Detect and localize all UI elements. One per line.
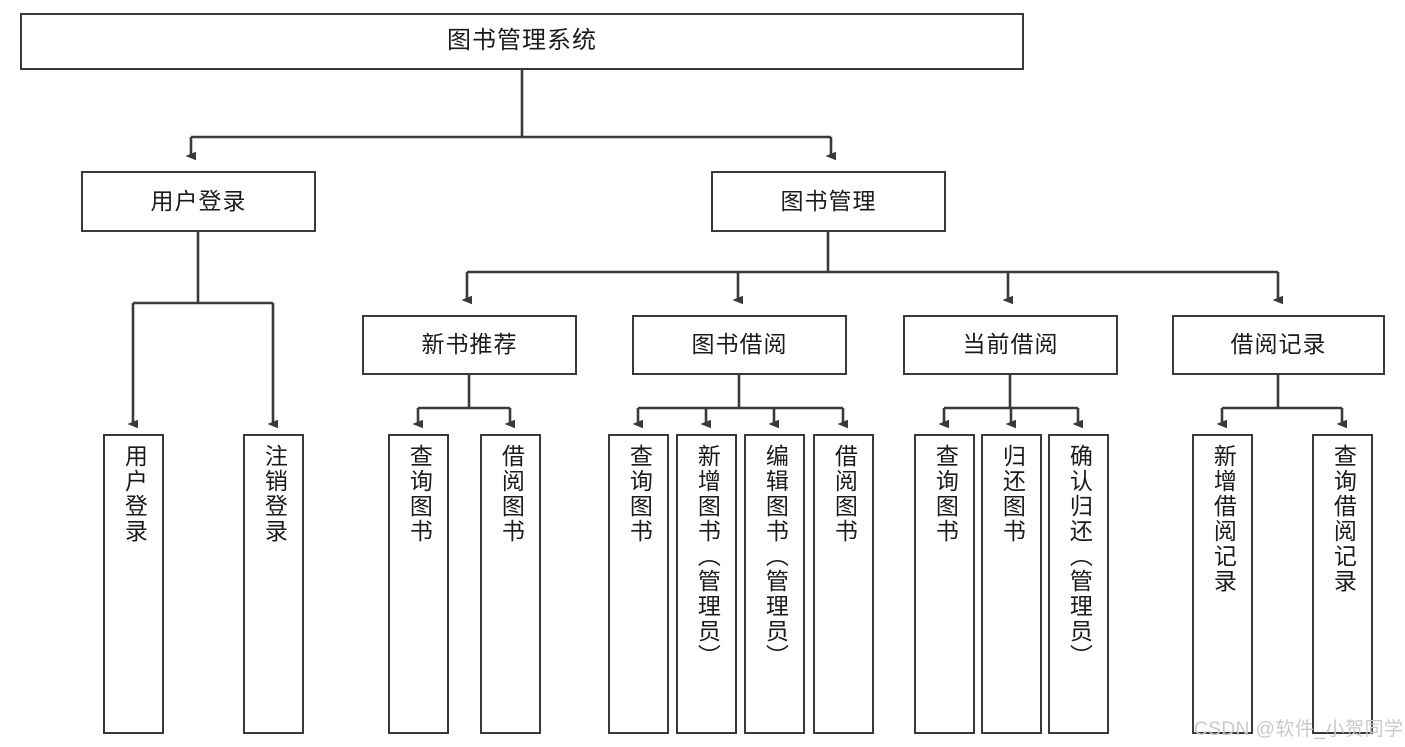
node-label: 确认归还（管理员） [1066, 444, 1093, 669]
node-label: 新增图书（管理员） [694, 444, 721, 669]
leaf-query-borrow-record[interactable]: 查询借阅记录 [1312, 434, 1373, 734]
leaf-confirm-return-admin[interactable]: 确认归还（管理员） [1048, 434, 1109, 734]
node-borrow-records[interactable]: 借阅记录 [1172, 315, 1385, 375]
node-label: 新增借阅记录 [1210, 444, 1237, 594]
node-label: 查询借阅记录 [1330, 444, 1357, 594]
leaf-logout[interactable]: 注销登录 [243, 434, 304, 734]
node-user-login[interactable]: 用户登录 [81, 171, 316, 232]
leaf-add-borrow-record[interactable]: 新增借阅记录 [1192, 434, 1253, 734]
leaf-return-book[interactable]: 归还图书 [981, 434, 1042, 734]
leaf-query-book-current[interactable]: 查询图书 [914, 434, 975, 734]
watermark-text: CSDN @软件_小贺同学 [1194, 719, 1404, 740]
leaf-user-login[interactable]: 用户登录 [103, 434, 164, 734]
node-label: 注销登录 [261, 444, 288, 544]
node-current-borrow[interactable]: 当前借阅 [903, 315, 1118, 375]
node-book-management[interactable]: 图书管理 [711, 171, 946, 232]
node-label: 查询图书 [406, 444, 433, 544]
node-label: 归还图书 [999, 444, 1026, 544]
leaf-query-book-borrow[interactable]: 查询图书 [608, 434, 669, 734]
leaf-borrow-book-recommend[interactable]: 借阅图书 [480, 434, 541, 734]
node-label: 借阅记录 [1230, 331, 1327, 358]
leaf-borrow-book[interactable]: 借阅图书 [813, 434, 874, 734]
node-label: 图书借阅 [691, 331, 788, 358]
node-book-borrow[interactable]: 图书借阅 [632, 315, 847, 375]
node-root[interactable]: 图书管理系统 [20, 13, 1024, 70]
leaf-add-book-admin[interactable]: 新增图书（管理员） [676, 434, 737, 734]
node-label: 编辑图书（管理员） [762, 444, 789, 669]
node-label: 用户登录 [150, 187, 247, 214]
node-label: 借阅图书 [831, 444, 858, 544]
node-label: 新书推荐 [421, 331, 518, 358]
node-label: 图书管理系统 [447, 27, 597, 55]
csdn-watermark: CSDN @软件_小贺同学 [1194, 714, 1403, 741]
node-label: 用户登录 [121, 444, 148, 544]
node-label: 当前借阅 [962, 331, 1059, 358]
leaf-query-book-recommend[interactable]: 查询图书 [388, 434, 449, 734]
node-new-book-recommend[interactable]: 新书推荐 [362, 315, 577, 375]
node-label: 图书管理 [780, 187, 877, 214]
node-label: 借阅图书 [498, 444, 525, 544]
leaf-edit-book-admin[interactable]: 编辑图书（管理员） [744, 434, 805, 734]
node-label: 查询图书 [932, 444, 959, 544]
node-label: 查询图书 [626, 444, 653, 544]
